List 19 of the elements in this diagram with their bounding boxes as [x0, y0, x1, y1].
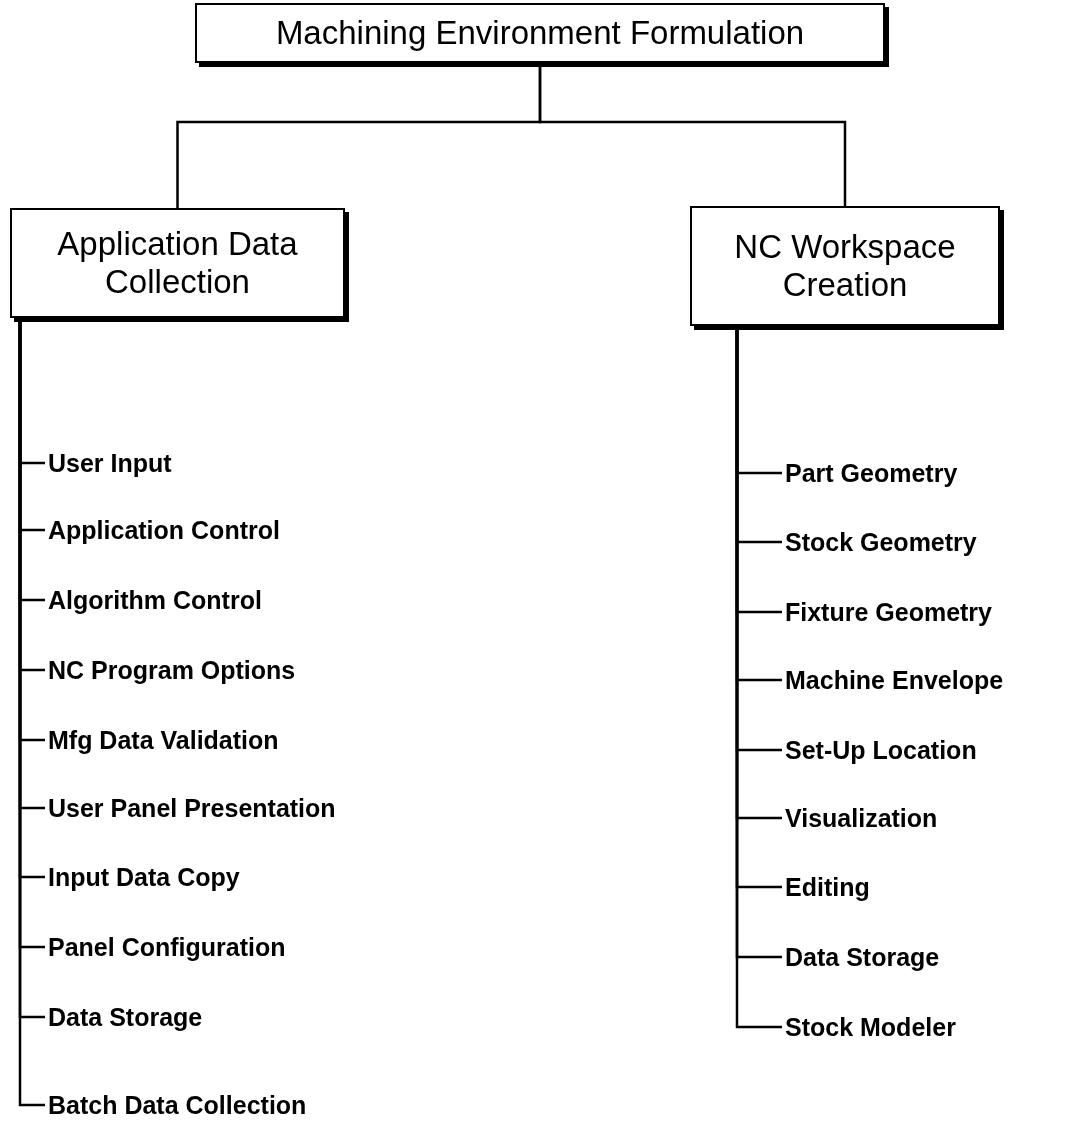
item-label: Visualization: [785, 801, 938, 835]
item-label: Machine Envelope: [785, 663, 1004, 697]
item-label: NC Program Options: [48, 653, 296, 687]
item-label: Stock Modeler: [785, 1010, 956, 1044]
item-label: Batch Data Collection: [48, 1088, 307, 1122]
item-label: Stock Geometry: [785, 525, 977, 559]
item-label: Fixture Geometry: [785, 595, 992, 629]
item-label: Part Geometry: [785, 456, 958, 490]
item-label: Panel Configuration: [48, 930, 286, 964]
item-label: Input Data Copy: [48, 860, 240, 894]
item-label: Algorithm Control: [48, 583, 262, 617]
item-label: Editing: [785, 870, 870, 904]
item-label: User Panel Presentation: [48, 791, 336, 825]
item-label: Mfg Data Validation: [48, 723, 279, 757]
item-label: User Input: [48, 446, 172, 480]
item-label: Data Storage: [785, 940, 940, 974]
item-label: Application Control: [48, 513, 280, 547]
item-label: Data Storage: [48, 1000, 203, 1034]
item-label: Set-Up Location: [785, 733, 977, 767]
